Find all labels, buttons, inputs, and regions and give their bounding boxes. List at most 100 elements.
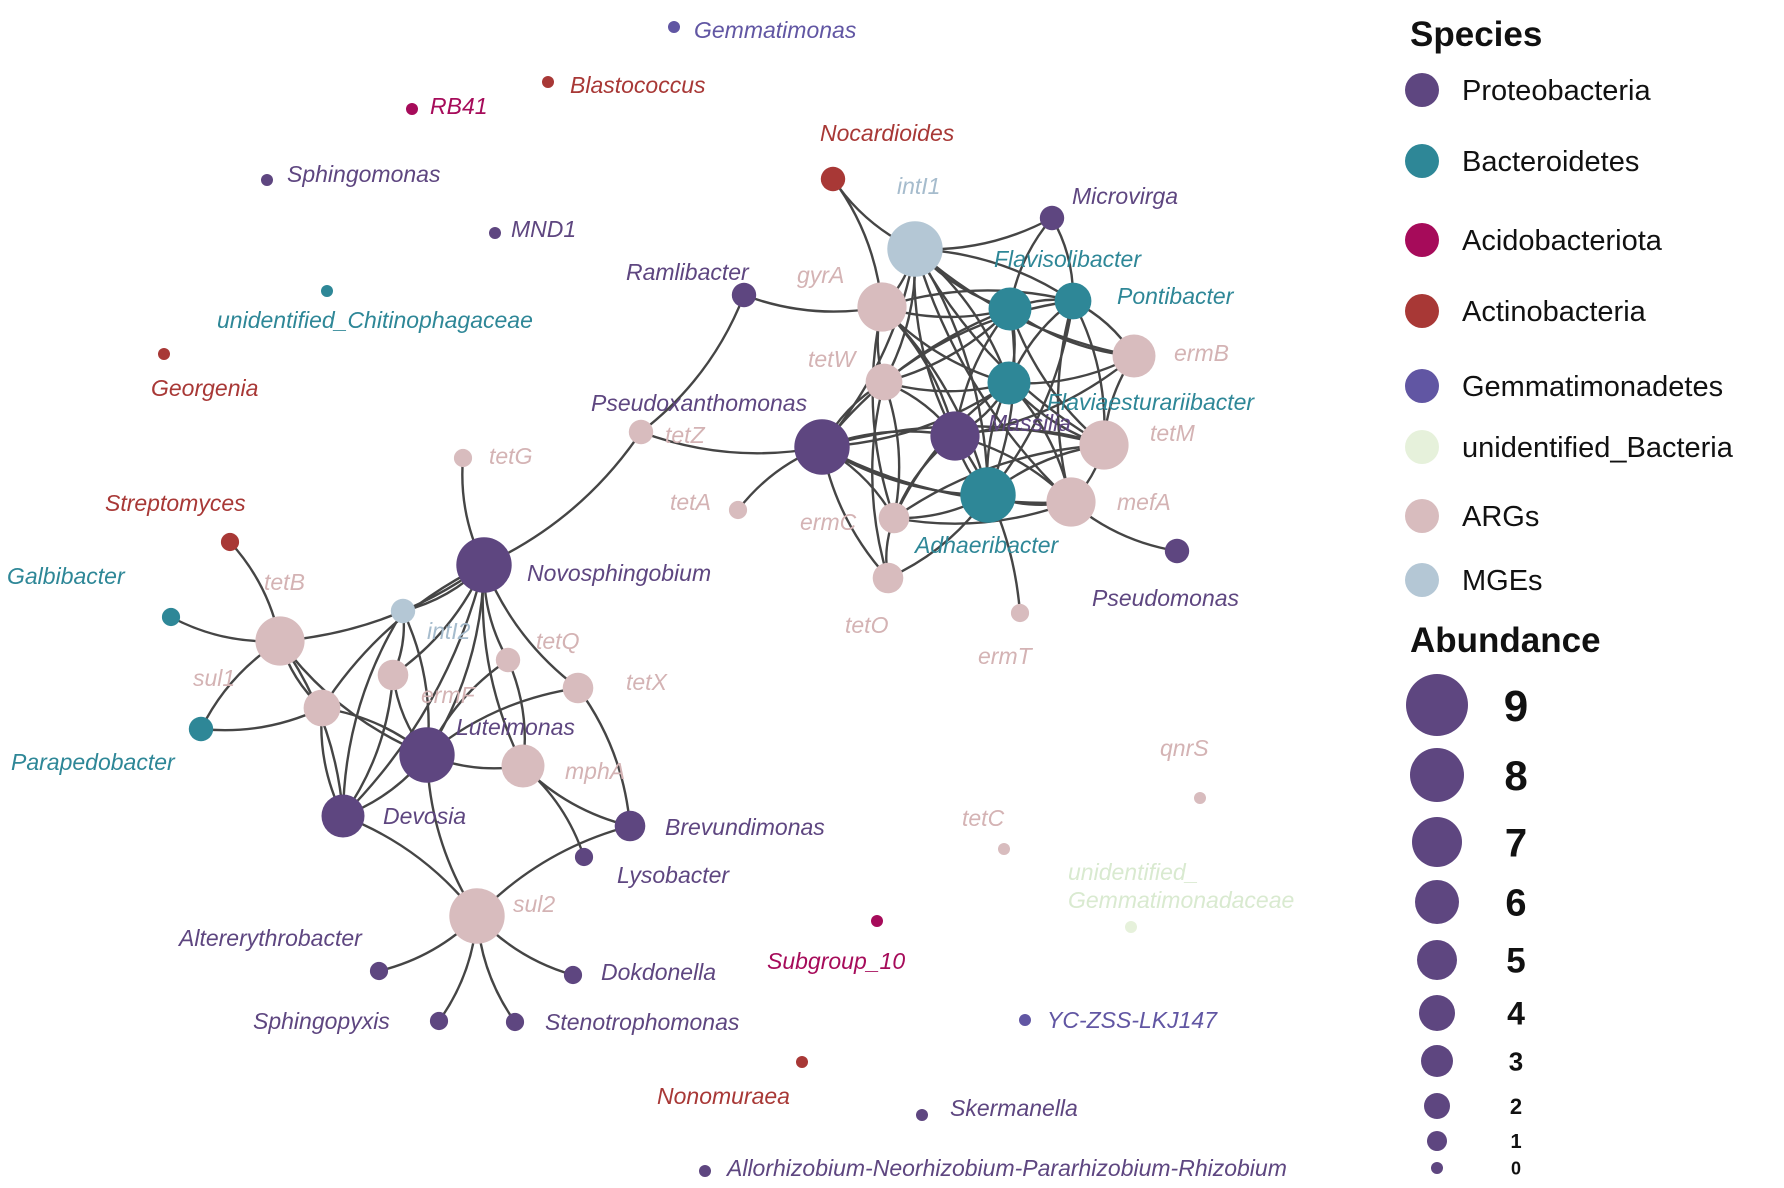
label-brevundimonas: Brevundimonas (665, 814, 825, 840)
label-novosphingobium: Novosphingobium (527, 560, 711, 586)
edge-inti1-mefa (913, 248, 1072, 503)
edge-tetx-brevundimonas (577, 687, 632, 827)
node-qnrs (1194, 792, 1206, 804)
node-layer (158, 21, 1206, 1177)
edge-parapedobacter-sul1 (200, 706, 323, 732)
legend-abundance-swatch-1 (1427, 1131, 1447, 1151)
legend-swatch-args (1405, 499, 1439, 533)
legend-abundance-swatch-7 (1412, 817, 1462, 867)
label-qnrs: qnrS (1160, 735, 1209, 761)
legend-abundance-swatch-0 (1431, 1162, 1443, 1174)
edge-pontibacter-tetw (883, 299, 1074, 383)
label-ermt: ermT (978, 643, 1034, 669)
node-ermc (878, 502, 910, 534)
label-rb41: RB41 (430, 93, 488, 119)
legend-abundance-swatch-4 (1419, 995, 1455, 1031)
legend-species-title: Species (1410, 15, 1542, 54)
label-tetz: tetZ (665, 422, 706, 448)
label-galbibacter: Galbibacter (7, 563, 126, 589)
legend: Species ProteobacteriaBacteroidetesAcido… (1405, 15, 1734, 1178)
legend-abundance-label-1: 1 (1510, 1131, 1521, 1153)
node-subgroup-10 (871, 915, 883, 927)
label-blastococcus: Blastococcus (570, 72, 706, 98)
node-gyra (857, 282, 907, 332)
legend-label-acidobacteriota: Acidobacteriota (1462, 225, 1663, 257)
node-yc-zss-lkj147 (1019, 1014, 1031, 1026)
label-allorhizobium: Allorhizobium-Neorhizobium-Pararhizobium… (725, 1155, 1287, 1181)
node-sul2 (449, 888, 505, 944)
label-ramlibacter: Ramlibacter (626, 259, 750, 285)
label-pseudoxanthomonas: Pseudoxanthomonas (591, 390, 808, 416)
label-inti1: intI1 (897, 173, 940, 199)
label-parapedobacter: Parapedobacter (11, 749, 176, 775)
legend-swatch-acidobacteriota (1405, 223, 1439, 257)
label-lysobacter: Lysobacter (617, 862, 730, 888)
label-altererythrobacter: Altererythrobacter (177, 925, 363, 951)
legend-label-mges: MGEs (1462, 565, 1543, 597)
label-skermanella: Skermanella (950, 1095, 1078, 1121)
label-flaviaesturariibacter: Flaviaesturariibacter (1047, 389, 1255, 415)
edge-novosphingobium-devosia (342, 564, 486, 817)
legend-abundance-label-3: 3 (1509, 1046, 1523, 1076)
legend-abundance-label-2: 2 (1510, 1094, 1522, 1119)
node-rb41 (406, 103, 418, 115)
legend-abundance-swatch-2 (1424, 1093, 1450, 1119)
node-ramlibacter (731, 282, 757, 308)
label-unidentified-chitinophagaceae: unidentified_Chitinophagaceae (217, 307, 533, 333)
label-luteimonas: Luteimonas (456, 714, 575, 740)
label-devosia: Devosia (383, 803, 466, 829)
label-sul2: sul2 (513, 891, 555, 917)
node-pontibacter (1054, 282, 1092, 320)
edge-tetw-teto (871, 381, 890, 579)
label-sphingomonas: Sphingomonas (287, 161, 441, 187)
node-adhaeribacter (960, 467, 1016, 523)
node-mefa (1046, 477, 1096, 527)
node-lysobacter (574, 847, 594, 867)
label-nocardioides: Nocardioides (820, 120, 955, 146)
legend-abundance-label-9: 9 (1504, 682, 1528, 731)
edge-pseudoxanthomonas-mefa (821, 445, 1072, 504)
node-allorhizobium (699, 1165, 711, 1177)
node-flavisolibacter (988, 287, 1032, 331)
node-ermb (1112, 334, 1156, 378)
label-mnd1: MND1 (511, 216, 576, 242)
node-sphingopyxis (429, 1011, 449, 1031)
node-tetg (453, 448, 473, 468)
node-mpha (501, 744, 545, 788)
node-teta (728, 500, 748, 520)
node-sul1 (303, 689, 341, 727)
label-ermb: ermB (1174, 340, 1229, 366)
node-georgenia (158, 348, 170, 360)
node-galbibacter (161, 607, 181, 627)
label-inti2: intI2 (427, 618, 471, 644)
node-unidentified-chitinophagaceae (321, 285, 333, 297)
node-streptomyces (220, 532, 240, 552)
legend-label-unidentified-bacteria: unidentified_Bacteria (1462, 432, 1734, 464)
label-stenotrophomonas: Stenotrophomonas (545, 1009, 740, 1035)
edge-gyra-ermc (871, 306, 896, 519)
node-pseudomonas (1164, 538, 1190, 564)
legend-abundance-swatch-9 (1406, 674, 1468, 736)
legend-species-list: ProteobacteriaBacteroidetesAcidobacterio… (1405, 73, 1734, 597)
node-mnd1 (489, 227, 501, 239)
node-tetz (628, 419, 654, 445)
node-massilia (930, 411, 980, 461)
node-stenotrophomonas (505, 1012, 525, 1032)
node-unidentified-gemmatimonadaceae (1125, 921, 1137, 933)
node-parapedobacter (188, 716, 214, 742)
legend-abundance-title: Abundance (1410, 621, 1601, 660)
label-tetw: tetW (808, 346, 858, 372)
node-novosphingobium (456, 537, 512, 593)
label-teto: tetO (845, 612, 889, 638)
label-teta: tetA (670, 489, 711, 515)
edge-inti2-devosia (341, 610, 405, 817)
label-ermf: ermF (421, 682, 477, 708)
label-dokdonella: Dokdonella (601, 959, 716, 985)
label-tetb: tetB (264, 569, 305, 595)
node-sphingomonas (261, 174, 273, 186)
label-streptomyces: Streptomyces (105, 490, 246, 516)
label-pontibacter: Pontibacter (1117, 283, 1235, 309)
label-yc-zss-lkj147: YC-ZSS-LKJ147 (1047, 1007, 1218, 1033)
label-georgenia: Georgenia (151, 375, 258, 401)
